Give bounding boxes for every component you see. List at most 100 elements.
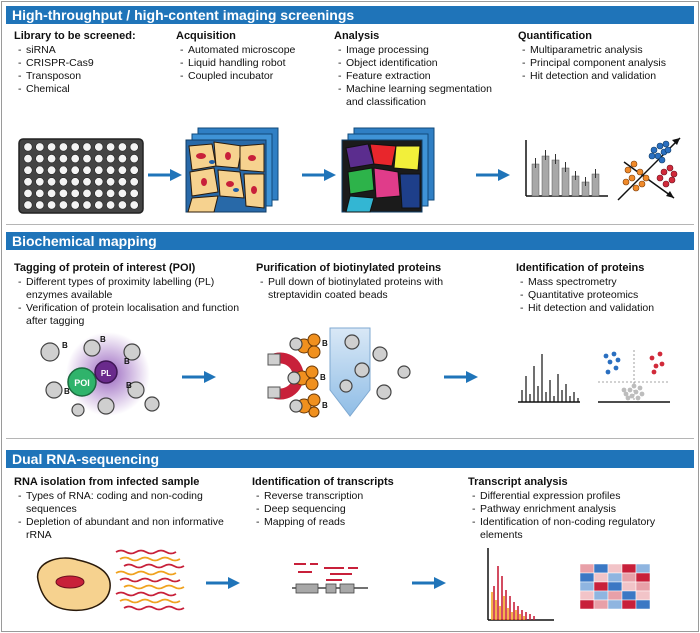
plate-wells — [23, 142, 139, 210]
rna-strand — [119, 556, 181, 562]
biotin-label: B — [124, 357, 130, 366]
library-item: Chemical — [14, 83, 144, 96]
mass-spectrum-plot — [518, 354, 580, 403]
pca-point-orange — [636, 168, 644, 176]
plate-well — [70, 188, 80, 198]
plate-well — [117, 177, 127, 187]
volcano-point-grey — [627, 387, 633, 393]
pca-point-red — [668, 176, 676, 184]
volcano-point-grey — [625, 395, 631, 401]
volcano-point-red — [659, 361, 665, 367]
volcano-point-blue — [605, 369, 611, 375]
biotin-label: B — [320, 373, 326, 382]
section-divider — [6, 224, 694, 225]
plate-well — [82, 177, 92, 187]
plate-well — [23, 200, 33, 210]
heatmap-cell — [635, 572, 651, 583]
plate-well — [47, 165, 57, 175]
heatmap-cell — [607, 590, 623, 601]
plate-well — [35, 142, 45, 152]
volcano-plot — [598, 350, 670, 403]
analysis-item: Machine learning segmentation and classi… — [334, 83, 512, 109]
heatmap-cell — [593, 563, 609, 574]
acquisition-item: Liquid handling robot — [176, 57, 326, 70]
transcript-analysis-block: Transcript analysis Differential express… — [468, 476, 694, 542]
plate-well — [70, 142, 80, 152]
section-header-biochem: Biochemical mapping — [6, 232, 694, 250]
plate-well — [106, 188, 116, 198]
rna-strand — [119, 577, 181, 583]
isolation-item: Depletion of abundant and non informativ… — [14, 516, 246, 542]
tagging-heading: Tagging of protein of interest (POI) — [14, 262, 196, 274]
plate-well — [82, 154, 92, 164]
heatmap-cells — [579, 563, 651, 610]
plate-well — [106, 177, 116, 187]
pl-label: PL — [101, 369, 111, 378]
arrow-right-icon — [412, 577, 446, 589]
volcano-points — [603, 351, 665, 401]
plate-well — [23, 154, 33, 164]
pca-point-blue — [662, 140, 670, 148]
plate-well — [94, 165, 104, 175]
plate-well — [70, 154, 80, 164]
plate-well — [47, 188, 57, 198]
purification-item: Pull down of biotinylated proteins with … — [256, 276, 456, 302]
plate-well — [94, 188, 104, 198]
volcano-point-grey — [635, 395, 641, 401]
rna-strand — [123, 605, 185, 611]
rna-strand — [123, 584, 185, 590]
plate-well — [58, 154, 68, 164]
heatmap-cell — [593, 590, 609, 601]
section-divider — [6, 438, 694, 439]
plate-well — [129, 142, 139, 152]
arrow-right-icon — [444, 371, 478, 383]
biotin-label: B — [322, 401, 328, 410]
library-block: Library to be screened: siRNA CRISPR-Cas… — [14, 30, 144, 96]
transcript-analysis-item: Pathway enrichment analysis — [468, 503, 694, 516]
plate-well — [106, 142, 116, 152]
isolation-item: Types of RNA: coding and non-coding sequ… — [14, 490, 246, 516]
plate-well — [117, 142, 127, 152]
plate-well — [82, 200, 92, 210]
plate-well — [58, 200, 68, 210]
acquisition-item: Automated microscope — [176, 44, 326, 57]
analysis-item: Object identification — [334, 57, 512, 70]
biotin-label: B — [64, 387, 70, 396]
transcripts-item: Deep sequencing — [252, 503, 428, 516]
plate-well — [117, 188, 127, 198]
heatmap-cell — [621, 581, 637, 592]
arrow-right-icon — [476, 169, 510, 181]
pca-point-orange — [624, 166, 632, 174]
plate-well — [94, 154, 104, 164]
heatmap-cell — [579, 572, 595, 583]
plate-well — [35, 188, 45, 198]
volcano-point-red — [649, 355, 655, 361]
pca-points — [622, 140, 678, 192]
expression-profile-plot — [487, 548, 554, 621]
plate-well — [94, 142, 104, 152]
quantification-item: Multiparametric analysis — [518, 44, 694, 57]
protein-identification-heading: Identification of proteins — [516, 262, 645, 274]
analysis-item: Image processing — [334, 44, 512, 57]
plate-well — [23, 165, 33, 175]
plate-well — [47, 142, 57, 152]
read-mapping-illustration — [292, 563, 368, 594]
section-header-rnaseq: Dual RNA-sequencing — [6, 450, 694, 468]
plate-well — [58, 142, 68, 152]
plate-well — [23, 142, 33, 152]
identification-item: Quantitative proteomics — [516, 289, 694, 302]
pca-point-orange — [628, 174, 636, 182]
transcripts-item: Mapping of reads — [252, 516, 428, 529]
heatmap-cell — [593, 581, 609, 592]
plate-well — [35, 200, 45, 210]
heatmap-cell — [579, 581, 595, 592]
well-plate-illustration — [18, 138, 144, 214]
volcano-point-red — [653, 363, 659, 369]
biotin-label: B — [126, 381, 132, 390]
plate-well — [117, 165, 127, 175]
ms-peaks — [521, 354, 579, 402]
plate-well — [47, 200, 57, 210]
plate-well — [129, 188, 139, 198]
pca-point-red — [666, 164, 674, 172]
